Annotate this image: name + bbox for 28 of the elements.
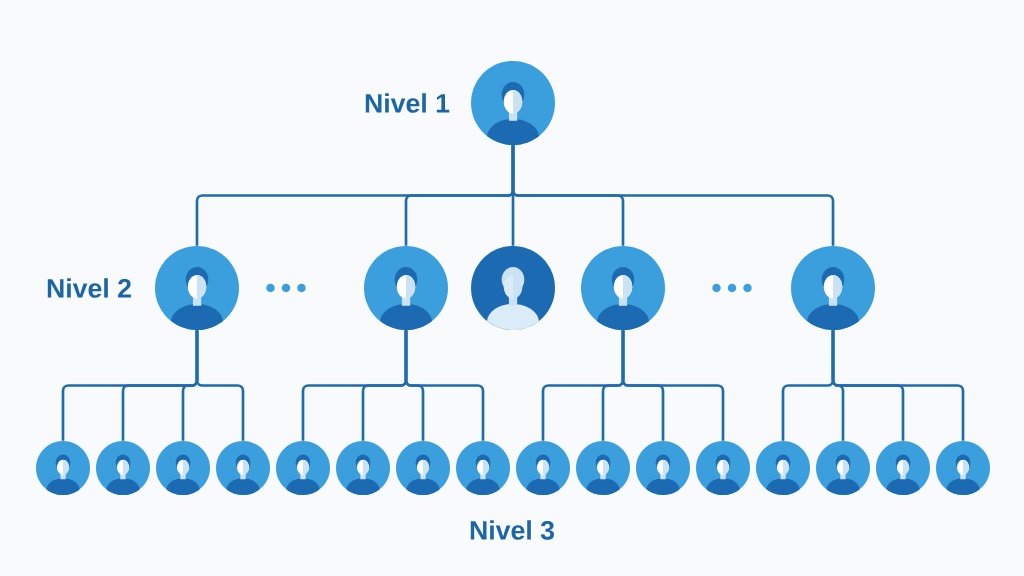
person-avatar — [791, 246, 875, 330]
person-avatar — [636, 441, 690, 495]
person-avatar — [155, 246, 239, 330]
person-avatar — [581, 246, 665, 330]
person-avatar — [156, 441, 210, 495]
person-avatar — [696, 441, 750, 495]
connector-line — [511, 145, 835, 246]
person-avatar — [516, 441, 570, 495]
person-avatar — [364, 246, 448, 330]
person-avatar — [576, 441, 630, 495]
connector-line — [195, 330, 245, 441]
person-avatar — [756, 441, 810, 495]
person-avatar — [816, 441, 870, 495]
connector-line — [404, 330, 485, 441]
person-avatar — [96, 441, 150, 495]
person-avatar — [216, 441, 270, 495]
level-label: Nivel 3 — [470, 520, 554, 540]
person-avatar — [876, 441, 930, 495]
person-avatar — [471, 61, 555, 145]
person-avatar — [456, 441, 510, 495]
person-avatar — [336, 441, 390, 495]
person-avatar — [471, 246, 555, 330]
person-avatar — [276, 441, 330, 495]
person-avatar — [36, 441, 90, 495]
connector-line — [621, 330, 725, 441]
person-avatar — [936, 441, 990, 495]
person-avatar — [396, 441, 450, 495]
connector-line — [831, 330, 965, 441]
